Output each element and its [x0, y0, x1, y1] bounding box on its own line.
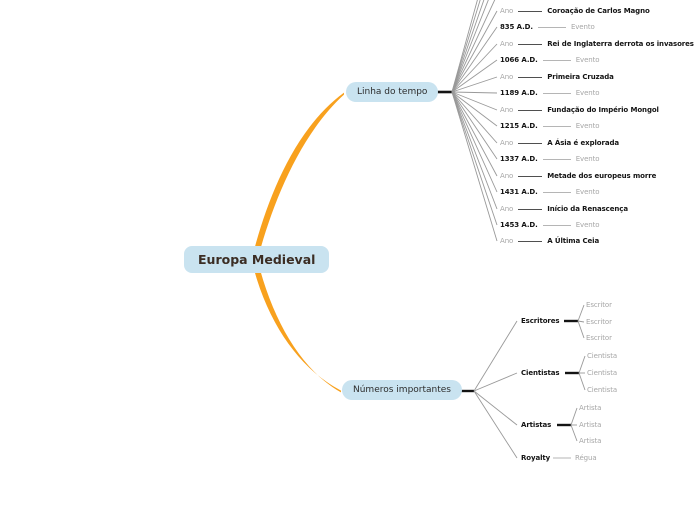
row-connector-line: [518, 142, 543, 144]
row-event-label[interactable]: Primeira Cruzada: [547, 73, 614, 81]
row-year-placeholder[interactable]: Ano: [500, 7, 514, 15]
group-label-artistas[interactable]: Artistas: [521, 421, 552, 429]
row-connector-line: [518, 175, 543, 177]
timeline-row[interactable]: 1453 A.D. Evento: [500, 218, 600, 232]
timeline-row[interactable]: Ano Coroação de Carlos Magno: [500, 4, 650, 18]
central-topic-europa-medieval[interactable]: Europa Medieval: [184, 246, 330, 273]
row-connector-line: [542, 224, 571, 226]
curve-to-timeline: [251, 92, 344, 260]
row-connector-line: [518, 109, 543, 111]
timeline-row[interactable]: Ano Primeira Cruzada: [500, 70, 614, 84]
timeline-row[interactable]: Ano Fundação do Império Mongol: [500, 103, 659, 117]
child-placeholder[interactable]: Cientista: [587, 352, 618, 360]
row-connector-line: [518, 208, 543, 210]
row-connector-line: [518, 10, 543, 12]
row-connector-line: [542, 158, 571, 160]
row-connector-line: [518, 76, 543, 78]
timeline-fan-lines: [436, 0, 498, 242]
child-placeholder[interactable]: Régua: [575, 454, 597, 462]
row-event-placeholder[interactable]: Evento: [575, 188, 600, 196]
timeline-row[interactable]: Ano A Ásia é explorada: [500, 136, 619, 150]
row-connector-line: [518, 240, 543, 242]
group-label-cientistas[interactable]: Cientistas: [521, 369, 560, 377]
child-placeholder[interactable]: Cientista: [587, 369, 618, 377]
row-event-label[interactable]: A Ásia é explorada: [547, 139, 619, 147]
numbers-fan-lines: [459, 320, 518, 459]
child-placeholder[interactable]: Artista: [579, 437, 602, 445]
timeline-row[interactable]: 835 A.D. Evento: [500, 20, 595, 34]
child-placeholder[interactable]: Escritor: [586, 334, 612, 342]
row-year-placeholder[interactable]: Ano: [500, 237, 514, 245]
row-year-placeholder[interactable]: Ano: [500, 205, 514, 213]
row-event-placeholder[interactable]: Evento: [575, 155, 600, 163]
row-event-placeholder[interactable]: Evento: [570, 23, 595, 31]
row-year-label[interactable]: 1431 A.D.: [500, 188, 538, 196]
scientists-fan-lines: [565, 355, 586, 391]
row-event-label[interactable]: Coroação de Carlos Magno: [547, 7, 650, 15]
timeline-row[interactable]: 1431 A.D. Evento: [500, 185, 600, 199]
timeline-row[interactable]: 1215 A.D. Evento: [500, 119, 600, 133]
row-connector-line: [518, 43, 543, 45]
timeline-row[interactable]: Ano Metade dos europeus morre: [500, 169, 656, 183]
row-connector-line: [542, 59, 571, 61]
child-placeholder[interactable]: Artista: [579, 421, 602, 429]
timeline-row[interactable]: Ano Início da Renascença: [500, 202, 628, 216]
row-event-placeholder[interactable]: Evento: [575, 89, 600, 97]
branch-curves: [251, 92, 344, 393]
timeline-row[interactable]: 1189 A.D. Evento: [500, 86, 600, 100]
child-placeholder[interactable]: Cientista: [587, 386, 618, 394]
timeline-row[interactable]: Ano A Última Ceia: [500, 234, 599, 248]
row-year-placeholder[interactable]: Ano: [500, 73, 514, 81]
row-year-label[interactable]: 1066 A.D.: [500, 56, 538, 64]
row-year-label[interactable]: 1215 A.D.: [500, 122, 538, 130]
row-year-placeholder[interactable]: Ano: [500, 139, 514, 147]
row-year-label[interactable]: 1453 A.D.: [500, 221, 538, 229]
row-event-placeholder[interactable]: Evento: [575, 122, 600, 130]
child-placeholder[interactable]: Escritor: [586, 318, 612, 326]
child-placeholder[interactable]: Artista: [579, 404, 602, 412]
group-label-royalty[interactable]: Royalty: [521, 454, 551, 462]
row-connector-line: [542, 92, 571, 94]
row-connector-line: [542, 191, 571, 193]
timeline-row[interactable]: 1066 A.D. Evento: [500, 53, 600, 67]
writers-fan-lines: [564, 304, 585, 339]
row-event-label[interactable]: A Última Ceia: [547, 237, 600, 245]
timeline-row[interactable]: Ano Rei de Inglaterra derrota os invasor…: [500, 37, 694, 51]
row-year-label[interactable]: 1189 A.D.: [500, 89, 538, 97]
branch-node-linha-do-tempo[interactable]: Linha do tempo: [346, 82, 439, 102]
branch-node-numeros-importantes[interactable]: Números importantes: [342, 380, 462, 400]
curve-to-numbers: [251, 260, 341, 393]
row-connector-line: [542, 125, 571, 127]
row-year-label[interactable]: 835 A.D.: [500, 23, 533, 31]
row-event-label[interactable]: Metade dos europeus morre: [547, 172, 657, 180]
row-year-placeholder[interactable]: Ano: [500, 172, 514, 180]
group-label-escritores[interactable]: Escritores: [521, 317, 560, 325]
row-year-placeholder[interactable]: Ano: [500, 40, 514, 48]
row-year-placeholder[interactable]: Ano: [500, 106, 514, 114]
row-event-label[interactable]: Início da Renascença: [547, 205, 628, 213]
row-year-label[interactable]: 1337 A.D.: [500, 155, 538, 163]
row-event-label[interactable]: Rei de Inglaterra derrota os invasores: [547, 40, 694, 48]
row-event-label[interactable]: Fundação do Império Mongol: [547, 106, 659, 114]
row-event-placeholder[interactable]: Evento: [575, 56, 600, 64]
artists-fan-lines: [557, 407, 578, 442]
child-placeholder[interactable]: Escritor: [586, 301, 612, 309]
timeline-row[interactable]: 1337 A.D. Evento: [500, 152, 600, 166]
row-event-placeholder[interactable]: Evento: [575, 221, 600, 229]
row-connector-line: [537, 26, 566, 28]
